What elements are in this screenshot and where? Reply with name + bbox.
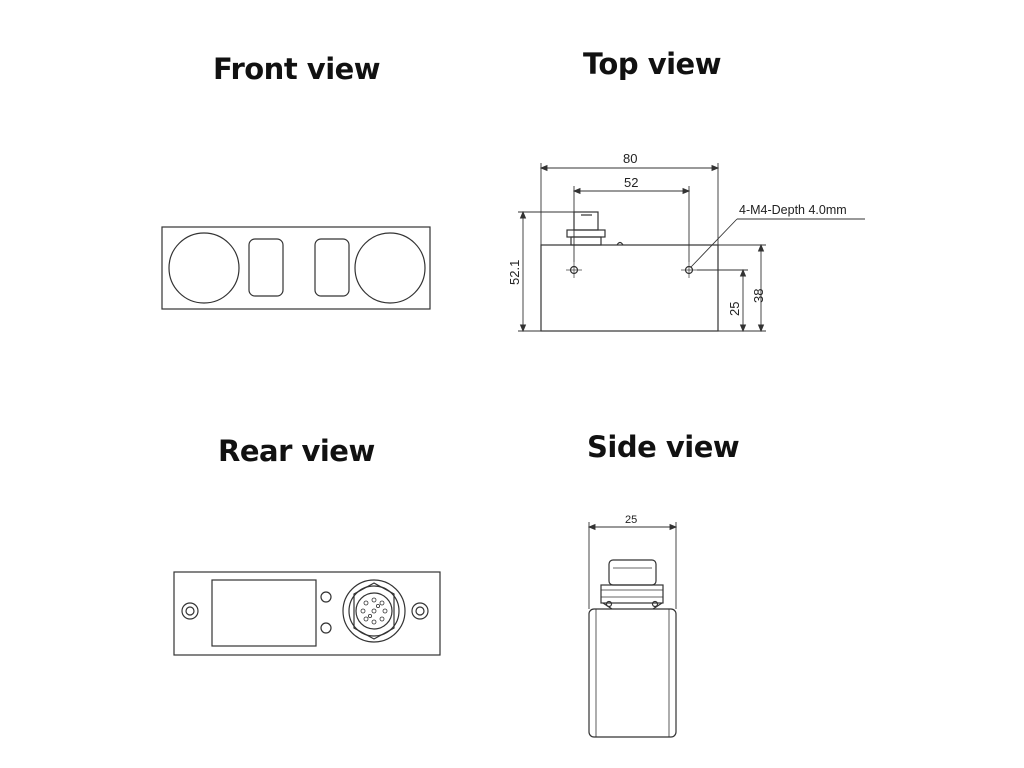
dim-38: 38 [751,289,766,303]
dim-80: 80 [623,151,637,166]
rear-view-drawing [173,571,441,656]
side-view-drawing [587,522,678,738]
top-dimension-lines [518,163,865,333]
top-view-title: Top view [583,47,722,81]
front-view-drawing [161,226,431,310]
top-body-outline [540,244,719,332]
rear-right-screw [411,602,429,620]
front-view-title: Front view [213,52,381,86]
side-dimension-lines [587,522,678,609]
front-left-lens [168,232,240,304]
dim-side-25: 25 [625,514,637,526]
front-right-window [314,238,350,297]
top-view-drawing [518,163,865,333]
rear-led-indicator-2 [320,622,332,634]
side-body-outline [588,608,677,738]
rear-housing-outline [173,571,441,656]
side-connector [600,559,664,610]
front-left-window [248,238,284,297]
dim-52: 52 [624,175,638,190]
front-housing-outline [161,226,431,310]
dim-25: 25 [727,302,742,316]
front-right-lens [354,232,426,304]
rear-left-screw [181,602,199,620]
top-connector [566,211,624,246]
dim-52-1: 52.1 [507,260,522,285]
hole-callout: 4-M4-Depth 4.0mm [739,203,847,217]
rear-led-indicator-1 [320,591,332,603]
rear-m12-connector [342,579,406,643]
side-view-title: Side view [587,430,740,464]
top-mounting-holes [566,262,697,278]
rear-label-area [211,579,317,647]
rear-view-title: Rear view [218,434,375,468]
